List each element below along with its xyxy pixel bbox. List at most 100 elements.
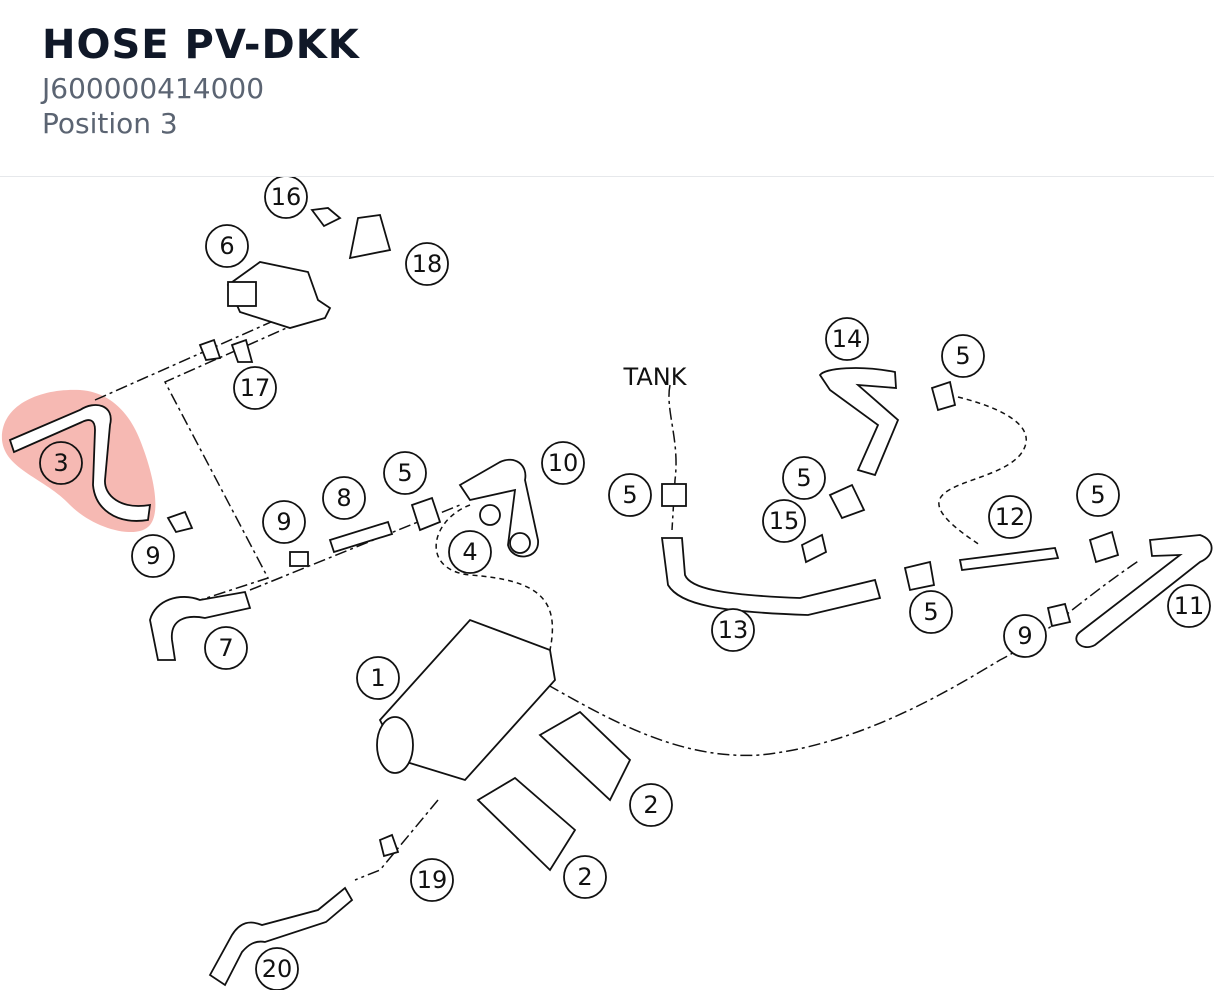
svg-text:6: 6	[219, 232, 234, 260]
hose-end	[509, 532, 531, 554]
svg-text:5: 5	[622, 481, 637, 509]
clamp-part-5	[410, 496, 442, 532]
bolt-part-16	[310, 207, 342, 228]
part-position: Position 3	[42, 107, 178, 140]
valve-connector	[227, 281, 257, 307]
clip-part-17	[198, 338, 222, 361]
fitting-part-15	[800, 533, 828, 564]
callout-5[interactable]: 5	[383, 451, 427, 495]
routing-line	[938, 396, 1027, 546]
callout-5[interactable]: 5	[1076, 473, 1120, 517]
highlight-region	[1, 389, 156, 533]
callout-9[interactable]: 9	[1003, 614, 1047, 658]
svg-text:7: 7	[218, 634, 233, 662]
svg-text:18: 18	[412, 250, 443, 278]
bracket-part-2	[538, 710, 632, 802]
routing-line	[354, 799, 439, 881]
callout-15[interactable]: 15	[762, 499, 806, 543]
hose-part-7	[149, 590, 252, 661]
clamp-part-4	[479, 504, 501, 526]
callout-2[interactable]: 2	[563, 855, 607, 899]
part-number: J600000414000	[42, 72, 265, 105]
callout-6[interactable]: 6	[205, 224, 249, 268]
svg-text:5: 5	[1090, 481, 1105, 509]
clip-part-9	[1046, 602, 1072, 628]
svg-text:2: 2	[643, 791, 658, 819]
callout-9[interactable]: 9	[131, 534, 175, 578]
callout-1[interactable]: 1	[356, 656, 400, 700]
hose-part-20	[208, 886, 354, 987]
bracket-part-2	[476, 776, 577, 872]
diagram-canvas: .ln { fill: none; stroke: #111; stroke-w…	[1, 175, 1213, 991]
clip-part-19	[378, 833, 400, 858]
svg-text:3: 3	[53, 449, 68, 477]
clip-part-9	[289, 551, 309, 567]
callout-17[interactable]: 17	[233, 366, 277, 410]
clip-part-9	[166, 510, 194, 534]
callout-19[interactable]: 19	[410, 858, 454, 902]
part-header: HOSE PV-DKK J600000414000 Position 3	[0, 0, 1214, 177]
routing-line	[668, 384, 677, 531]
valve-part-6	[226, 261, 332, 329]
routing-line	[94, 317, 281, 401]
callout-10[interactable]: 10	[541, 441, 585, 485]
svg-text:16: 16	[271, 183, 302, 211]
callout-5[interactable]: 5	[909, 590, 953, 634]
callout-9[interactable]: 9	[262, 500, 306, 544]
clamp-part-5	[930, 380, 957, 412]
svg-text:4: 4	[462, 538, 477, 566]
callout-4[interactable]: 4	[448, 530, 492, 574]
svg-text:20: 20	[262, 955, 293, 983]
svg-text:9: 9	[1017, 622, 1032, 650]
svg-text:5: 5	[923, 598, 938, 626]
clamp-part-5	[903, 560, 936, 592]
callout-5[interactable]: 5	[941, 334, 985, 378]
callout-11[interactable]: 11	[1167, 584, 1211, 628]
clamp-part-5	[1088, 530, 1120, 564]
callout-7[interactable]: 7	[204, 626, 248, 670]
svg-text:9: 9	[145, 542, 160, 570]
tank-label: TANK	[623, 363, 688, 391]
svg-text:11: 11	[1174, 592, 1205, 620]
hose-part-13	[660, 537, 882, 616]
svg-text:15: 15	[769, 507, 800, 535]
svg-text:8: 8	[336, 484, 351, 512]
svg-text:5: 5	[796, 464, 811, 492]
callout-16[interactable]: 16	[264, 175, 308, 219]
callout-20[interactable]: 20	[255, 947, 299, 991]
hose-part-14	[818, 367, 900, 477]
svg-text:14: 14	[832, 325, 863, 353]
callout-14[interactable]: 14	[825, 317, 869, 361]
bracket-part-18	[348, 214, 392, 260]
fitting-part-12	[958, 547, 1060, 571]
exploded-diagram: .ln { fill: none; stroke: #111; stroke-w…	[0, 175, 1214, 991]
svg-text:19: 19	[417, 866, 448, 894]
svg-text:13: 13	[718, 616, 749, 644]
svg-text:1: 1	[370, 664, 385, 692]
callout-13[interactable]: 13	[711, 608, 755, 652]
svg-text:12: 12	[995, 503, 1026, 531]
clip-part-17	[230, 338, 254, 363]
clamp-part-5	[828, 483, 866, 520]
routing-line	[163, 321, 301, 606]
callout-18[interactable]: 18	[405, 242, 449, 286]
callout-8[interactable]: 8	[322, 476, 366, 520]
svg-text:5: 5	[397, 459, 412, 487]
part-title: HOSE PV-DKK	[42, 22, 360, 68]
svg-text:17: 17	[240, 374, 271, 402]
callout-3[interactable]: 3	[39, 441, 83, 485]
svg-text:2: 2	[577, 863, 592, 891]
canister-end	[376, 716, 414, 774]
hose-part-3	[8, 404, 152, 522]
clamp-part-5	[661, 483, 687, 507]
callout-12[interactable]: 12	[988, 495, 1032, 539]
svg-text:5: 5	[955, 342, 970, 370]
hose-part-11	[1075, 534, 1213, 648]
svg-text:10: 10	[548, 449, 579, 477]
routing-line	[435, 504, 554, 651]
callout-2[interactable]: 2	[629, 783, 673, 827]
svg-text:9: 9	[276, 508, 291, 536]
callout-5[interactable]: 5	[782, 456, 826, 500]
callout-5[interactable]: 5	[608, 473, 652, 517]
connector-part-8	[328, 520, 394, 554]
